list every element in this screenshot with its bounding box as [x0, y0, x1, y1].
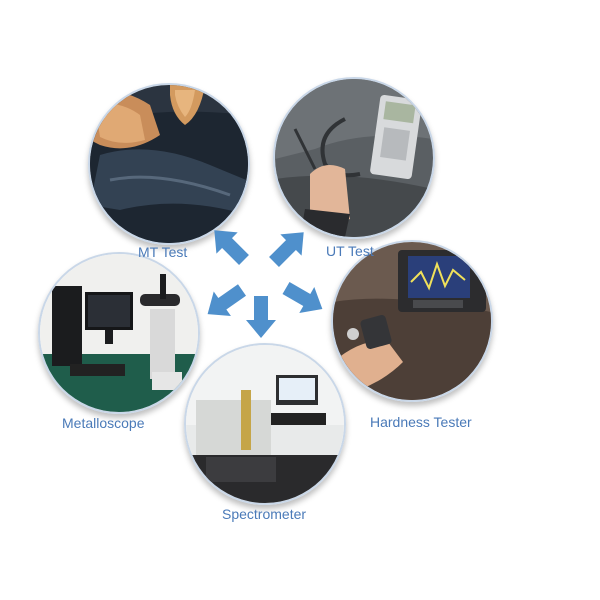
- ut-test-label: UT Test: [326, 243, 374, 259]
- metalloscope-label: Metalloscope: [62, 415, 145, 431]
- arrow-to-ut: [263, 221, 315, 273]
- arrow-to-mt: [203, 219, 255, 271]
- spectrometer-photo: [184, 343, 346, 505]
- spectrometer-label: Spectrometer: [222, 506, 307, 522]
- arrow-to-metallo: [198, 277, 251, 327]
- mt-test-label: MT Test: [138, 244, 188, 260]
- hardness-tester-photo: [331, 240, 493, 402]
- mt-test-photo: [88, 83, 250, 245]
- arrow-to-spectro: [246, 296, 276, 338]
- arrow-to-hardness: [278, 275, 330, 322]
- hardness-tester-label: Hardness Tester: [370, 414, 472, 430]
- ut-test-photo: [273, 77, 435, 239]
